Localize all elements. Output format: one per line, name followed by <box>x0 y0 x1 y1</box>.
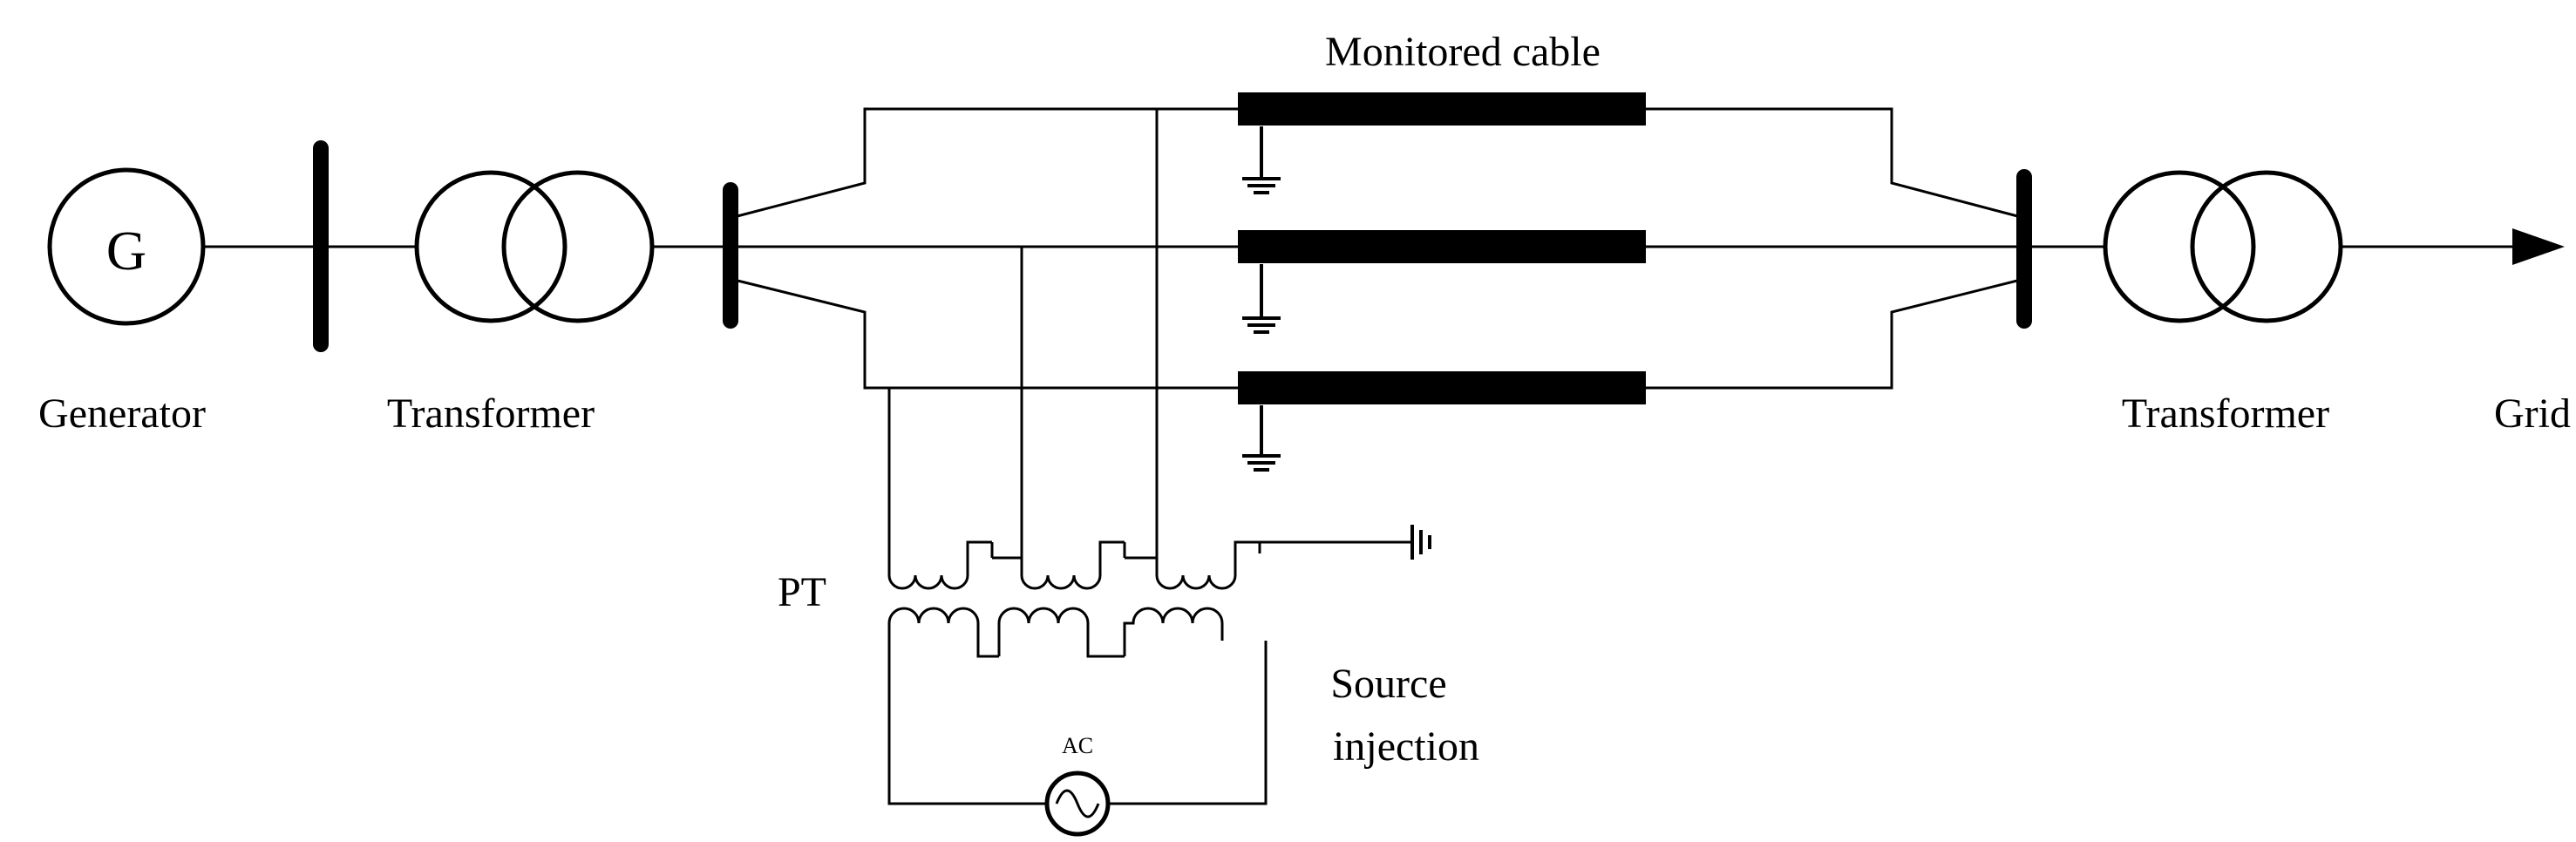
right-transformer-label: Transformer <box>2122 390 2329 437</box>
source-injection-label-line1: Source <box>1330 661 1446 707</box>
pt-ground-icon <box>1410 525 1431 560</box>
grid-arrow-icon <box>2512 228 2565 265</box>
right-transformer-symbol <box>2103 170 2343 323</box>
generator-letter: G <box>106 220 146 282</box>
right-fanin <box>1646 107 2025 390</box>
pt-tap-lines <box>887 109 1159 558</box>
source-injection-label-line2: injection <box>1333 723 1479 770</box>
ac-label: AC <box>1062 733 1093 758</box>
pt-label: PT <box>778 569 826 615</box>
source-injection-loop <box>887 641 1268 805</box>
left-transformer-symbol <box>414 170 655 323</box>
ac-source-symbol <box>1044 771 1111 837</box>
ground-icon <box>1242 264 1281 334</box>
pt-secondary-windings <box>887 607 1224 658</box>
cable-ground-symbols <box>1242 126 1281 472</box>
generator-label: Generator <box>38 390 206 437</box>
ground-icon <box>1242 405 1281 472</box>
pt-primary-windings <box>887 540 1412 590</box>
left-fanout <box>730 107 1238 390</box>
grid-label: Grid <box>2494 390 2571 437</box>
ground-icon <box>1242 126 1281 194</box>
left-transformer-label: Transformer <box>387 390 595 437</box>
monitored-cables <box>1238 92 1646 404</box>
monitored-cable-label: Monitored cable <box>1325 29 1601 75</box>
